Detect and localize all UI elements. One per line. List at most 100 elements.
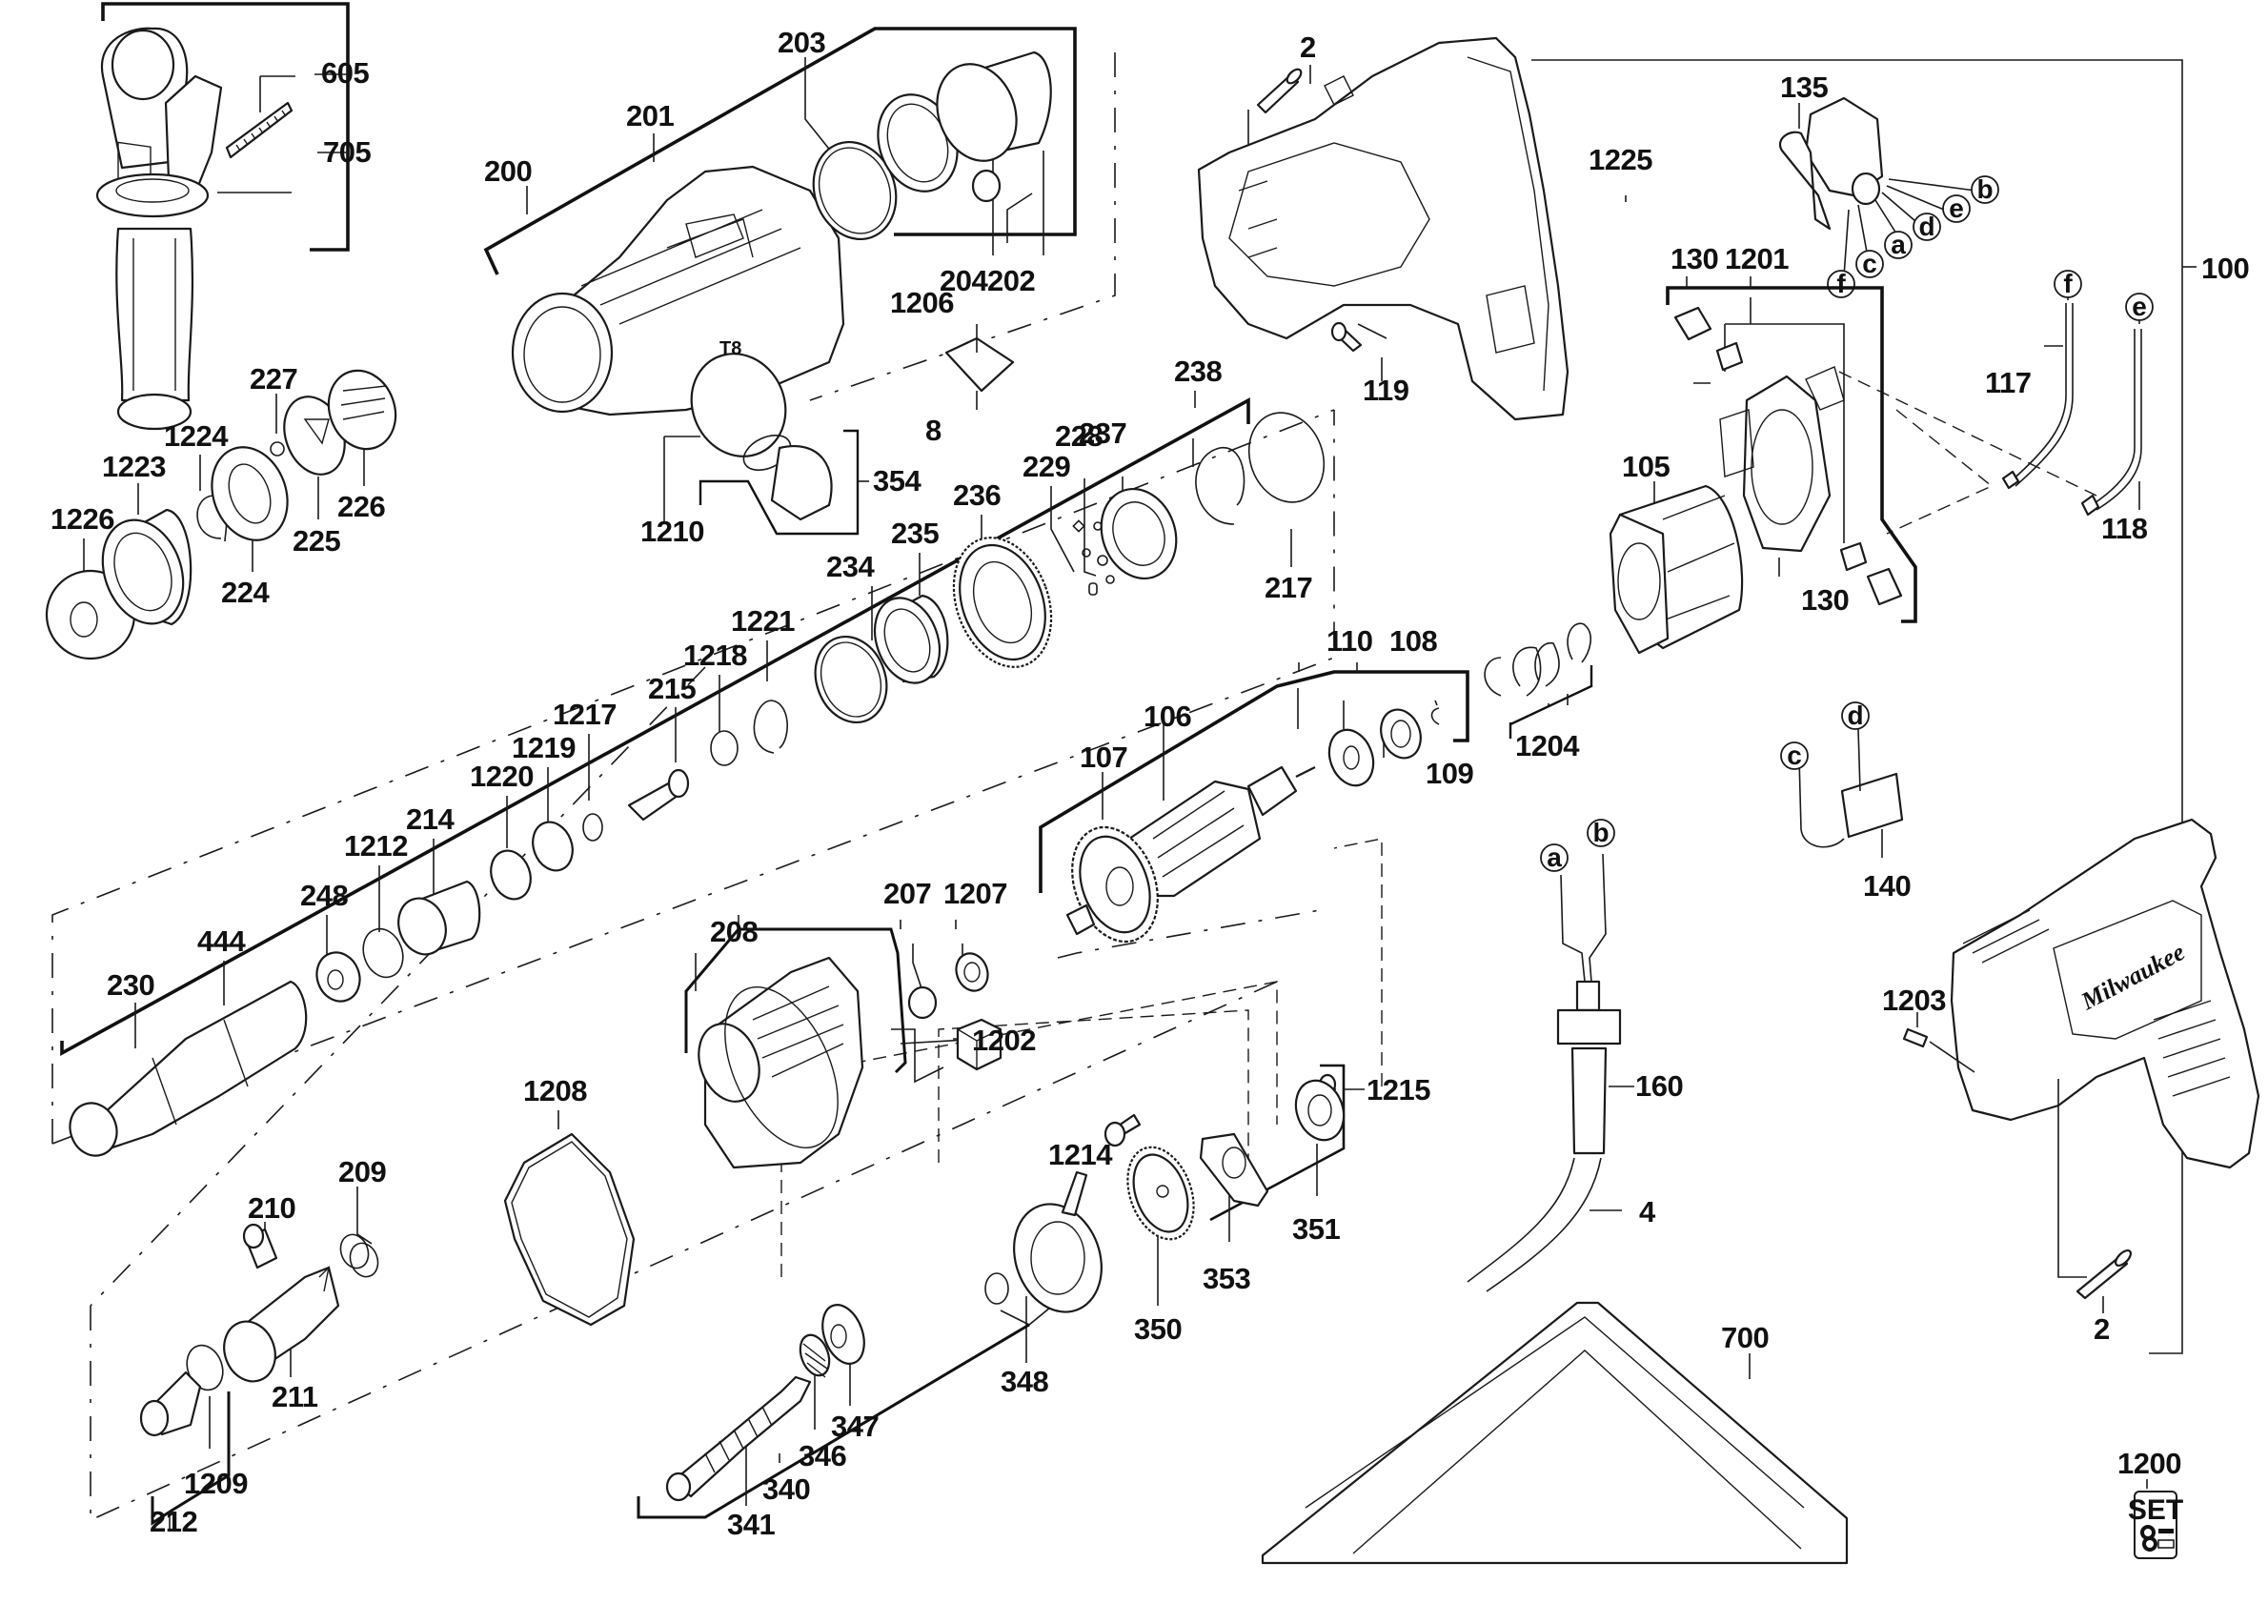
label-346: 346 (799, 1439, 846, 1472)
switch-wire-d (1881, 192, 1916, 222)
housing-half-right-shell (1950, 818, 2260, 1169)
tool-holder-nose-parts[interactable]: 1226 1223 1224 224 227 225 226 (34, 361, 406, 671)
shaft-341 (670, 1375, 812, 1498)
gear-housing-assembly-200[interactable]: T8 200 201 203 1206 204 202 8 (483, 26, 1077, 472)
wire-marker-c: c (1855, 249, 1884, 278)
crank-drive-parts[interactable]: 1215 1214 351 353 350 348 (984, 1064, 1431, 1398)
service-set-1200[interactable]: SET 1200 (2117, 1447, 2183, 1559)
gear-350-hub (1156, 1185, 1169, 1198)
label-1221: 1221 (731, 604, 795, 638)
label-1215: 1215 (1367, 1073, 1430, 1106)
gasket-1208[interactable]: 1208 (503, 1074, 636, 1327)
wire-marker-140-c: c (1780, 741, 1809, 770)
spindle-gear-assembly-444[interactable]: 238 237 228 229 236 235 234 1221 1218 21… (60, 355, 1336, 1163)
cord-4-b (1486, 1157, 1602, 1292)
case-sides (1262, 1518, 1848, 1563)
armature-assembly[interactable]: 110 108 109 106 107 (1039, 624, 1474, 954)
wire-marker-a: a (1884, 230, 1913, 259)
wobble-348-inner (1030, 1221, 1085, 1295)
shaft-341-splines (704, 1406, 773, 1473)
handle-collar (95, 173, 210, 218)
capacitor-body (1840, 772, 1904, 839)
bush-248-hole (327, 969, 344, 990)
case-lid-rim (1305, 1316, 1805, 1509)
label-1225: 1225 (1589, 143, 1652, 176)
label-224: 224 (221, 576, 270, 609)
label-234: 234 (826, 550, 875, 583)
intermediate-flange-assembly-208[interactable]: 208 207 1207 1202 (684, 877, 1036, 1169)
label-203: 203 (778, 26, 825, 59)
leader-2-top (1247, 65, 1311, 148)
sleeve-1223-inner (113, 532, 172, 612)
o-ring-1210 (742, 435, 792, 471)
svg-text:c: c (1787, 741, 1802, 770)
carry-case-700[interactable]: 700 (1261, 1301, 1849, 1565)
ball-228d (1105, 575, 1115, 584)
switch-trigger (1779, 131, 1832, 231)
switch-wire-b (1888, 178, 1976, 192)
housing-ribs (580, 209, 801, 325)
cord-guard-160 (1570, 1046, 1608, 1155)
svg-text:a: a (1547, 842, 1562, 872)
label-130-bot: 130 (1801, 583, 1849, 617)
lead-118-terminal (2080, 494, 2100, 517)
ball-228b (1082, 548, 1091, 558)
bracket-106 (1039, 670, 1469, 893)
label-204: 204 (940, 264, 988, 297)
mode-selector-354[interactable]: 354 1210 (640, 429, 922, 548)
capacitor-140[interactable]: c d 140 (1780, 700, 1912, 903)
impact-mechanism-parts[interactable]: 210 209 211 212 1209 (139, 1155, 387, 1538)
clamp-ring (111, 29, 175, 101)
label-1223: 1223 (102, 450, 166, 483)
spring-346-coils (802, 1343, 828, 1378)
bearing-108-inner (1390, 720, 1411, 748)
stator-assembly[interactable]: 105 1204 (1484, 450, 1744, 762)
fan-107-hub (1105, 866, 1134, 906)
label-341: 341 (727, 1508, 775, 1541)
label-212: 212 (150, 1505, 197, 1538)
ring-1204 (1567, 622, 1591, 663)
leader-110-108 (1298, 662, 1358, 672)
intermediate-shaft-assembly-340[interactable]: 341 340 346 347 (637, 1299, 1030, 1541)
switch-assembly-135[interactable]: b e d a c f 135 (1779, 71, 1999, 298)
housing-nose-ring (511, 292, 614, 414)
wire-marker-140-d: d (1841, 700, 1870, 730)
housing-grip-ribs (2153, 1000, 2231, 1097)
label-340: 340 (762, 1472, 810, 1506)
ball-228a (1093, 521, 1103, 531)
power-cord-assembly[interactable]: a b 160 4 (1467, 818, 1684, 1292)
side-handle-assembly[interactable]: 605 705 (95, 2, 372, 431)
axis-motor (1057, 909, 1321, 959)
housing-half-left (1197, 36, 1569, 421)
motor-housing-assembly-100[interactable]: 2 1225 119 100 (1197, 30, 2250, 1354)
armature-shaft-end (1295, 766, 1316, 778)
svg-text:c: c (1862, 249, 1877, 278)
gear-236-body (959, 543, 1046, 661)
plate-353 (1199, 1132, 1269, 1208)
striker-215-head (667, 768, 690, 799)
brush-130a (1673, 306, 1712, 341)
seal-1207 (955, 952, 989, 992)
housing-mark: T8 (719, 338, 741, 359)
selector-seat (690, 353, 787, 457)
label-1204: 1204 (1515, 729, 1580, 762)
washer-1218 (710, 730, 739, 766)
label-350: 350 (1134, 1312, 1182, 1346)
washer-224-inner (228, 463, 272, 524)
axis-gearcase (809, 52, 1116, 401)
spring-1204 (1484, 642, 1560, 697)
housing-half-right[interactable]: Milwaukee 1203 2 (1882, 818, 2260, 1346)
switch-body (1804, 96, 1884, 197)
label-444: 444 (197, 924, 246, 958)
label-1208: 1208 (523, 1074, 587, 1107)
grease-1202-edges (957, 1028, 1002, 1069)
housing-label-panel (2053, 900, 2202, 1040)
plug-204 (971, 169, 1002, 203)
clutch-235-inner (883, 608, 931, 673)
label-1214: 1214 (1048, 1138, 1113, 1171)
spindle-230 (79, 980, 308, 1155)
housing-handle-ribs (1467, 56, 1549, 392)
brush-holder-assembly[interactable]: f e 130 1201 130 117 118 (1666, 242, 2154, 623)
screw-2-top (1256, 72, 1300, 114)
assembly-axis-lines (51, 52, 2097, 1522)
